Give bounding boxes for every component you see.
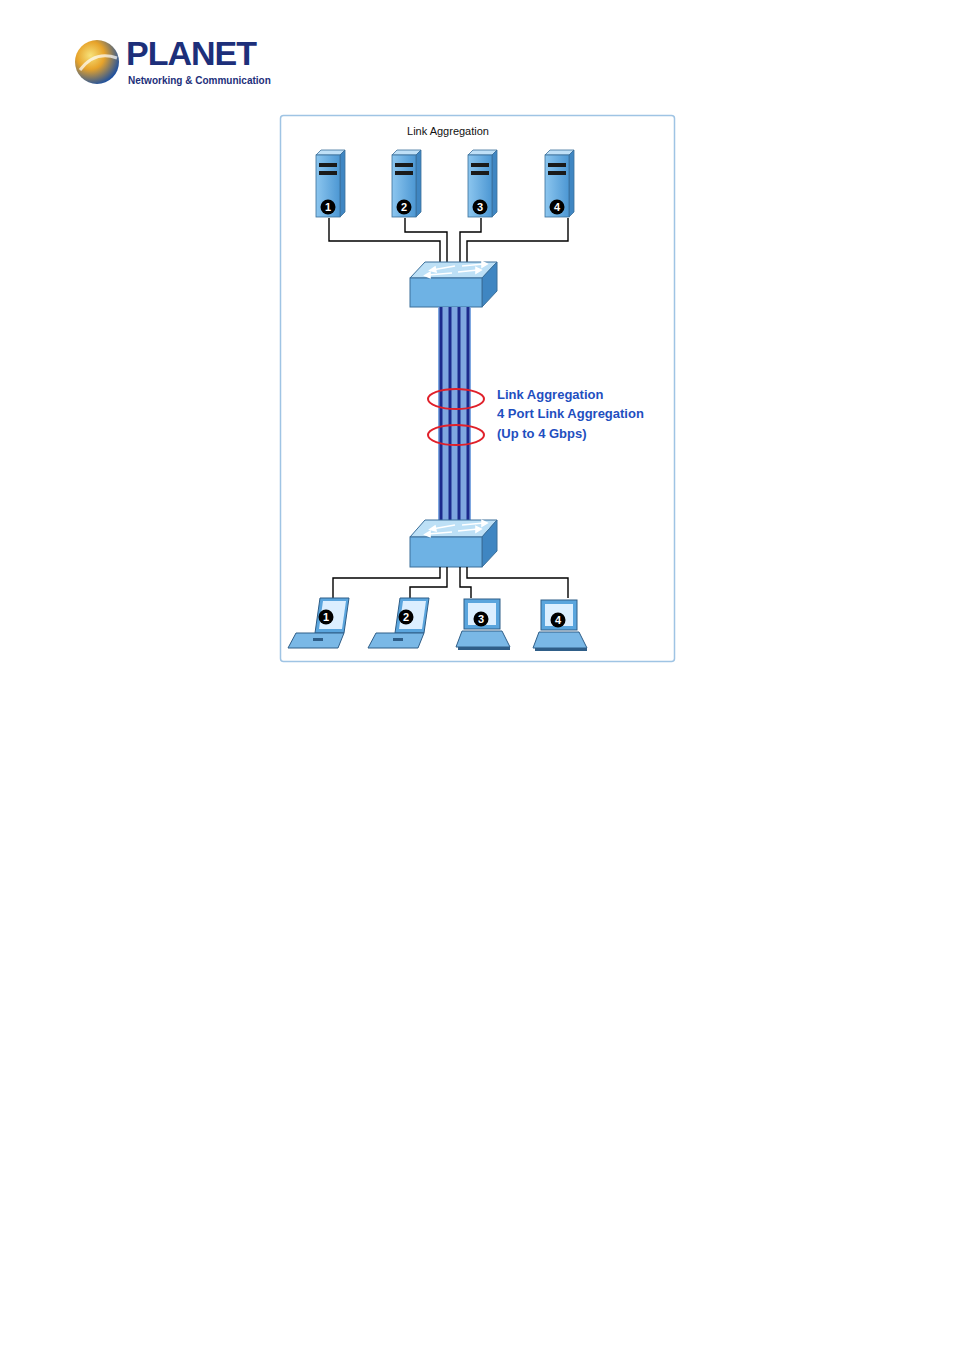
annotation-text: (Up to 4 Gbps) [497, 426, 587, 441]
aggregated-links [438, 307, 471, 520]
client-wires [333, 567, 568, 598]
logo-tagline: Networking & Communication [128, 75, 271, 86]
annotation-text: Link Aggregation [497, 387, 603, 402]
callout-number: 1 [323, 611, 329, 623]
callout-number: 1 [325, 201, 331, 213]
callout-number: 2 [401, 201, 407, 213]
diagram-title: Link Aggregation [407, 125, 489, 137]
server-wires [329, 218, 568, 263]
desktop-pcs [456, 599, 587, 651]
aggregation-ring [428, 425, 484, 445]
bottom-switch [410, 520, 497, 567]
callout-number: 4 [554, 201, 560, 213]
laptops [288, 598, 429, 648]
top-switch [410, 262, 497, 308]
callout-number: 3 [477, 201, 483, 213]
logo-wordmark: PLANET [126, 34, 256, 73]
callout-number: 2 [403, 611, 409, 623]
logo-globe [75, 40, 119, 84]
callout-number: 4 [555, 614, 561, 626]
callout-number: 3 [478, 613, 484, 625]
aggregation-ring [428, 389, 484, 409]
annotation-text: 4 Port Link Aggregation [497, 406, 644, 421]
diagram-frame [281, 116, 675, 662]
servers [316, 150, 574, 217]
